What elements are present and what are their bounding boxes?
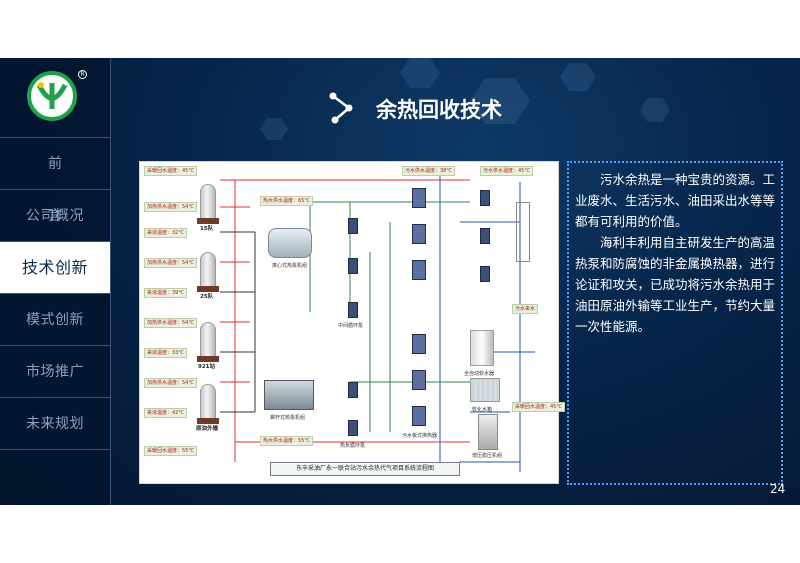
team-label: 15队 — [200, 226, 214, 232]
sidebar-item-company-overview[interactable]: 公司概况 — [0, 190, 110, 242]
sewage-pump — [480, 190, 490, 206]
circulation-pump — [348, 302, 358, 318]
sewage-pump — [480, 228, 490, 244]
company-logo — [27, 71, 77, 121]
diagram-caption: 污水板式换热器 — [402, 433, 438, 439]
plate-heat-exchanger — [412, 188, 426, 208]
sidebar-item-preface[interactable]: 前言 — [0, 138, 110, 224]
network-icon — [329, 92, 353, 124]
plate-heat-exchanger — [412, 370, 426, 390]
diagram-caption: 螺杆式热泵机组 — [270, 415, 306, 421]
page-number: 24 — [770, 482, 786, 496]
diagram-caption: 软化水箱 — [472, 407, 493, 413]
logo-area: R — [0, 58, 110, 138]
diagram-label: 来液温度：42℃ — [144, 408, 187, 418]
process-flow-diagram: 采暖回水温度：45℃ 加热供水温度：54℃ 来液温度：32℃ 加热供水温度：54… — [139, 161, 565, 484]
diagram-caption: 中间循环泵 — [338, 323, 364, 329]
oil-tank — [200, 184, 216, 220]
plate-heat-exchanger — [412, 334, 426, 354]
sewage-pump — [480, 266, 490, 282]
circulation-pump — [348, 382, 358, 398]
description-paragraph: 污水余热是一种宝贵的资源。工业废水、生活污水、油田采出水等等都有可利用的价值。 — [575, 172, 776, 229]
softener — [470, 330, 494, 366]
oil-tank — [200, 384, 216, 420]
slide-background: R 前言 公司概况 技术创新 模式创新 市场推广 未来规划 余热回收技术 — [0, 58, 800, 505]
diagram-label: 加热供水温度：54℃ — [144, 258, 197, 268]
sidebar-item-future-planning[interactable]: 未来规划 — [0, 398, 110, 450]
diagram-label: 来液温度：33℃ — [144, 348, 187, 358]
sidebar: R 前言 公司概况 技术创新 模式创新 市场推广 未来规划 — [0, 58, 111, 505]
circulation-pump — [348, 218, 358, 234]
diagram-caption: 全自动软水器 — [464, 371, 495, 377]
plate-heat-exchanger — [412, 224, 426, 244]
soft-water-tank — [470, 378, 500, 402]
diagram-label: 来液温度：39℃ — [144, 288, 187, 298]
sewage-loop-box — [516, 202, 530, 262]
description-paragraph: 海利丰利用自主研发生产的高温热泵和防腐蚀的非金属换热器，进行论证和攻关，已成功将… — [575, 235, 776, 334]
registered-mark: R — [78, 70, 87, 79]
diagram-caption-box: 东辛采油厂永一联合站污水余热代气项目系统流程图 — [270, 462, 460, 476]
oil-tank — [200, 322, 216, 358]
diagram-label: 热水供水温度：65℃ — [260, 196, 313, 206]
tank-base — [197, 418, 219, 424]
tank-base — [197, 286, 219, 292]
diagram-label: 采暖回水温度：45℃ — [144, 166, 197, 176]
centrifugal-heat-pump — [268, 228, 312, 258]
diagram-label: 采暖回水温度：55℃ — [144, 446, 197, 456]
team-label: 原油外输 — [196, 426, 219, 432]
diagram-caption: 热负循环泵 — [340, 443, 366, 449]
diagram-label: 污水来水 — [512, 304, 539, 314]
diagram-label: 来液温度：32℃ — [144, 228, 187, 238]
tank-base — [197, 218, 219, 224]
plate-heat-exchanger — [412, 260, 426, 280]
team-label: 25队 — [200, 294, 214, 300]
description-box: 污水余热是一种宝贵的资源。工业废水、生活污水、油田采出水等等都有可利用的价值。 … — [567, 161, 783, 485]
page-title: 余热回收技术 — [376, 98, 502, 122]
circulation-pump — [348, 420, 358, 436]
sidebar-item-model-innovation[interactable]: 模式创新 — [0, 294, 110, 346]
sidebar-item-market-promotion[interactable]: 市场推广 — [0, 346, 110, 398]
diagram-caption: 增压稳压机组 — [472, 453, 503, 459]
diagram-caption: 离心式热泵机组 — [272, 263, 308, 269]
team-label: 921站 — [198, 364, 215, 370]
hex-decoration — [560, 63, 596, 91]
diagram-label: 热水供水温度：55℃ — [260, 436, 313, 446]
plate-heat-exchanger — [412, 406, 426, 426]
circulation-pump — [348, 258, 358, 274]
diagram-label: 加热供水温度：54℃ — [144, 318, 197, 328]
sidebar-item-tech-innovation[interactable]: 技术创新 — [0, 242, 110, 294]
diagram-label: 采暖回水温度：45℃ — [512, 402, 565, 412]
booster-unit — [478, 414, 498, 450]
diagram-label: 加热供水温度：54℃ — [144, 202, 197, 212]
hex-decoration — [400, 58, 440, 88]
diagram-label: 加热供水温度：54℃ — [144, 378, 197, 388]
diagram-label: 污水供水温度：38℃ — [402, 166, 455, 176]
screw-heat-pump — [264, 380, 314, 410]
diagram-label: 污水供水温度：45℃ — [480, 166, 533, 176]
hex-decoration — [260, 118, 288, 140]
oil-tank — [200, 252, 216, 288]
tank-base — [197, 356, 219, 362]
hex-decoration — [640, 98, 670, 122]
